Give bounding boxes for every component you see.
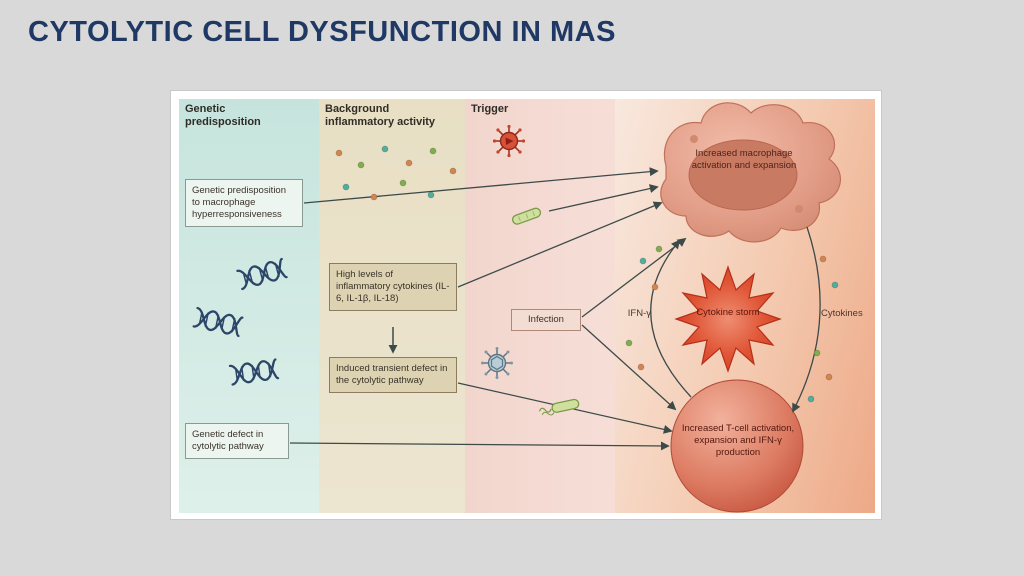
cytokine-dots-background bbox=[335, 145, 457, 201]
virus-icon-blue bbox=[480, 346, 514, 380]
arrow-bacterium-to-macrophage bbox=[548, 184, 659, 212]
dna-icon bbox=[192, 306, 244, 338]
macrophage-vesicle bbox=[795, 205, 803, 213]
arrow-tcell-to-macrophage-ifn bbox=[650, 239, 692, 398]
virus-icon-red bbox=[492, 124, 526, 158]
arrow-infection-to-macrophage bbox=[581, 237, 687, 318]
macrophage-vesicle bbox=[690, 135, 698, 143]
arrow-cytokines-to-macrophage bbox=[457, 201, 663, 288]
slide-title: CYTOLYTIC CELL DYSFUNCTION IN MAS bbox=[28, 16, 616, 48]
cytokine-dots-outcome bbox=[625, 245, 839, 403]
macrophage-label: Increased macrophage activation and expa… bbox=[691, 148, 797, 171]
t-cell-label: Increased T-cell activation, expansion a… bbox=[681, 423, 795, 458]
cytokine-storm-label: Cytokine storm bbox=[696, 307, 760, 318]
arrow-macrophage-to-tcell-cytokines bbox=[792, 226, 821, 413]
macrophage-nucleus bbox=[688, 139, 798, 211]
bacterium-flagella-icon bbox=[537, 397, 581, 418]
header-background-inflammatory: Background inflammatory activity bbox=[325, 103, 436, 129]
induced-defect-box: Induced transient defect in the cytolyti… bbox=[329, 357, 457, 393]
arrow-genetic-predisposition-to-macrophage bbox=[303, 167, 659, 204]
genetic-predisposition-box: Genetic predisposition to macrophage hyp… bbox=[185, 179, 303, 227]
dna-icon bbox=[228, 358, 280, 386]
dna-icon bbox=[236, 257, 288, 291]
arrow-genetic-defect-to-tcell bbox=[289, 441, 670, 451]
diagram-overlay bbox=[192, 102, 841, 513]
mas-pathway-figure: Genetic predisposition Background inflam… bbox=[170, 90, 882, 520]
infection-box: Infection bbox=[511, 309, 581, 331]
cytokines-label: Cytokines bbox=[821, 308, 863, 319]
ifn-gamma-label: IFN-γ bbox=[627, 308, 651, 319]
high-cytokines-box: High levels of inflammatory cytokines (I… bbox=[329, 263, 457, 311]
genetic-defect-box: Genetic defect in cytolytic pathway bbox=[185, 423, 289, 459]
bacterium-icon bbox=[510, 206, 543, 227]
cytokine-storm-star bbox=[674, 265, 782, 373]
t-cell-circle bbox=[670, 379, 804, 513]
header-trigger: Trigger bbox=[471, 103, 509, 115]
header-genetic-predisposition: Genetic predisposition bbox=[185, 103, 261, 129]
arrow-infection-to-tcell bbox=[581, 324, 677, 411]
